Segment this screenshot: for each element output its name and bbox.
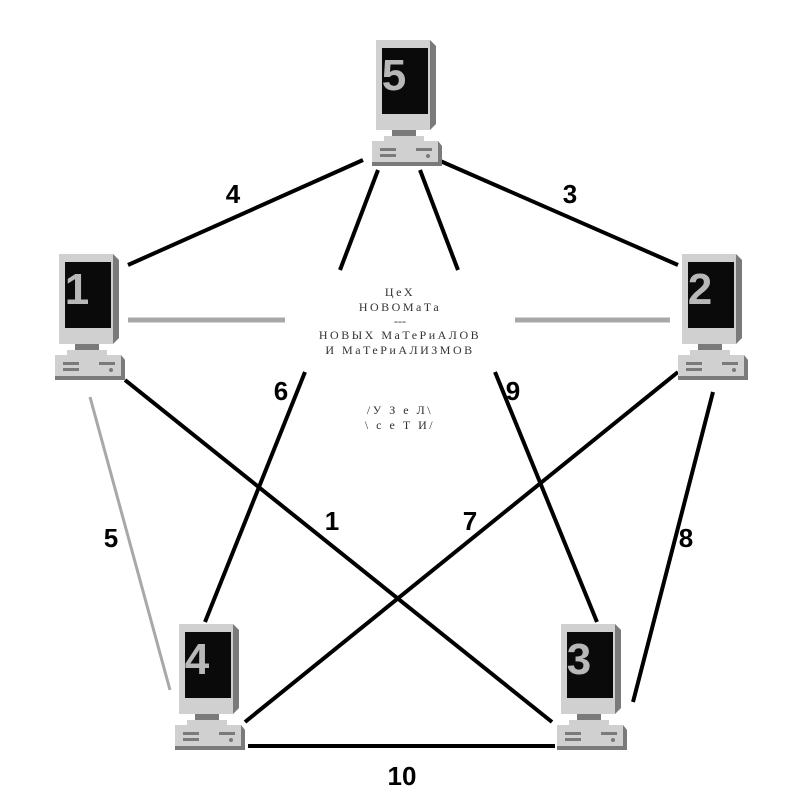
power-led xyxy=(732,368,736,372)
power-led xyxy=(611,738,615,742)
computer-node-2: 2 xyxy=(678,254,748,380)
center-text-line-6: /У З е Л\ xyxy=(366,403,434,417)
edge-label-7: 7 xyxy=(463,506,477,536)
edge-1-4 xyxy=(88,396,172,691)
computer-node-4: 4 xyxy=(175,624,245,750)
computer-node-5: 5 xyxy=(372,40,442,166)
center-text-line-5: И МаТеРиАЛИЗМОВ xyxy=(325,343,475,357)
monitor-side xyxy=(736,254,742,344)
monitor-neck xyxy=(392,130,416,138)
system-unit xyxy=(372,141,442,166)
edge-label-5: 5 xyxy=(104,523,118,553)
system-unit-side xyxy=(438,141,442,166)
drive-slot-1 xyxy=(63,362,79,365)
computer-node-3: 3 xyxy=(557,624,627,750)
power-led xyxy=(229,738,233,742)
drive-slot-2 xyxy=(380,154,396,157)
edge-5-3-seg-0 xyxy=(418,169,460,271)
system-unit xyxy=(557,725,627,750)
edges-layer xyxy=(88,158,715,748)
system-unit-side xyxy=(241,725,245,750)
computer-number-5: 5 xyxy=(382,51,406,100)
drive-slot-3 xyxy=(219,732,235,735)
computer-node-1: 1 xyxy=(55,254,125,380)
system-unit-base xyxy=(175,746,245,750)
nodes-layer: 5 1 2 4 3 xyxy=(55,40,748,750)
power-led xyxy=(109,368,113,372)
monitor-stand xyxy=(67,350,107,355)
center-text-line-3: --- xyxy=(394,314,406,328)
monitor-side xyxy=(615,624,621,714)
system-unit-base xyxy=(557,746,627,750)
system-unit-base xyxy=(372,162,442,166)
edge-label-3: 3 xyxy=(563,179,577,209)
center-text-line-1: ЦеХ xyxy=(384,285,416,299)
drive-slot-1 xyxy=(686,362,702,365)
system-unit xyxy=(678,355,748,380)
monitor-side xyxy=(430,40,436,130)
edge-1-3 xyxy=(123,378,554,724)
drive-slot-2 xyxy=(565,738,581,741)
computer-number-3: 3 xyxy=(567,635,591,684)
edge-5-4-seg-1 xyxy=(203,371,307,623)
system-unit-side xyxy=(623,725,627,750)
monitor-stand xyxy=(384,136,424,141)
monitor-neck xyxy=(698,344,722,352)
computer-number-4: 4 xyxy=(185,635,210,684)
edge-2-3 xyxy=(631,391,715,703)
center-text-line-7: \ с е Т И/ xyxy=(364,418,436,432)
drive-slot-2 xyxy=(183,738,199,741)
edge-labels-layer: 4 3 5 1 7 8 6 9 10 xyxy=(104,179,693,791)
edge-label-4: 4 xyxy=(226,179,241,209)
monitor-screen xyxy=(688,262,734,328)
monitor-neck xyxy=(195,714,219,722)
monitor-neck xyxy=(75,344,99,352)
monitor-screen xyxy=(382,48,428,114)
drive-slot-2 xyxy=(686,368,702,371)
center-text-line-2: НОВОМаТа xyxy=(358,300,442,314)
monitor-screen xyxy=(567,632,613,698)
drive-slot-1 xyxy=(565,732,581,735)
edge-5-3-seg-1 xyxy=(493,371,599,623)
system-unit-base xyxy=(678,376,748,380)
edge-label-8: 8 xyxy=(679,523,693,553)
edge-label-9: 9 xyxy=(506,376,520,406)
drive-slot-1 xyxy=(183,732,199,735)
drive-slot-3 xyxy=(416,148,432,151)
monitor-stand xyxy=(690,350,730,355)
drive-slot-3 xyxy=(722,362,738,365)
monitor-side xyxy=(233,624,239,714)
center-text-line-4: НОВЫХ МаТеРиАЛОВ xyxy=(318,328,482,342)
monitor-screen xyxy=(185,632,231,698)
edge-label-6: 6 xyxy=(274,376,288,406)
monitor-neck xyxy=(577,714,601,722)
drive-slot-2 xyxy=(63,368,79,371)
monitor-stand xyxy=(569,720,609,725)
edge-5-2 xyxy=(437,158,679,267)
drive-slot-3 xyxy=(99,362,115,365)
computer-number-1: 1 xyxy=(65,265,89,314)
monitor-side xyxy=(113,254,119,344)
system-unit xyxy=(175,725,245,750)
power-led xyxy=(426,154,430,158)
drive-slot-3 xyxy=(601,732,617,735)
edge-2-4 xyxy=(243,370,680,724)
system-unit-base xyxy=(55,376,125,380)
monitor-stand xyxy=(187,720,227,725)
system-unit-side xyxy=(121,355,125,380)
edge-label-1: 1 xyxy=(325,506,339,536)
monitor-screen xyxy=(65,262,111,328)
edge-5-4-seg-0 xyxy=(338,169,380,271)
computer-number-2: 2 xyxy=(688,265,712,314)
system-unit xyxy=(55,355,125,380)
system-unit-side xyxy=(744,355,748,380)
edge-5-1 xyxy=(127,158,364,267)
edge-label-10: 10 xyxy=(388,761,417,791)
drive-slot-1 xyxy=(380,148,396,151)
